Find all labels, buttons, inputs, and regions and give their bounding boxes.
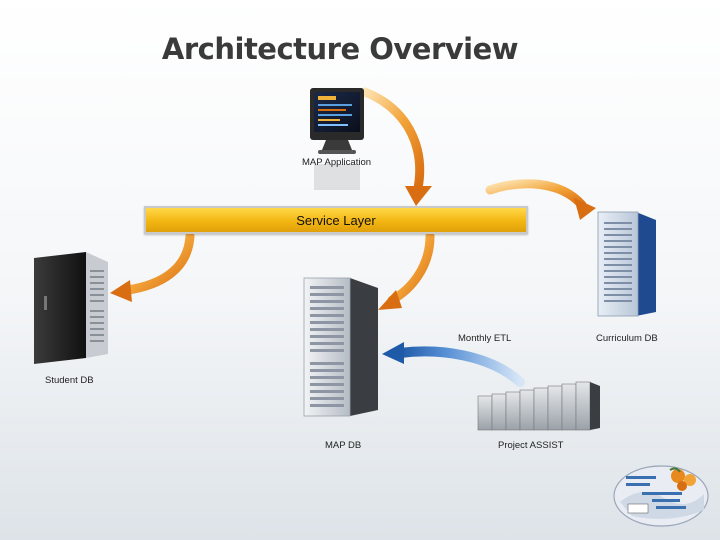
arrow-service-to-student [123,231,195,295]
arrow-head [574,198,596,220]
curriculum-db-label: Curriculum DB [596,333,658,344]
arrow-etl-to-mapdb [395,346,525,387]
arrow-service-to-mapdb [387,231,435,305]
arrow-head [378,290,402,310]
arrow-head [405,186,432,206]
student-db-label: Student DB [45,375,94,386]
service-layer-bar: Service Layer [144,206,528,234]
map-application-label: MAP Application [302,157,372,168]
map-db-label: MAP DB [325,440,362,451]
monthly-etl-label: Monthly ETL [458,333,512,344]
arrow-head [110,280,132,302]
district-logo [613,465,709,527]
project-assist-label: Project ASSIST [498,440,564,451]
page-title: Architecture Overview [161,32,519,66]
student-db-server-icon [34,252,108,364]
arrow-app-to-service [360,87,425,193]
arrow-head [382,342,404,364]
arrow-service-to-curriculum [485,179,587,210]
project-assist-servers-icon [477,381,600,431]
service-layer-label: Service Layer [296,212,376,228]
map-db-server-icon [303,277,378,417]
monitor-icon [310,88,364,190]
curriculum-db-server-icon [597,211,656,317]
